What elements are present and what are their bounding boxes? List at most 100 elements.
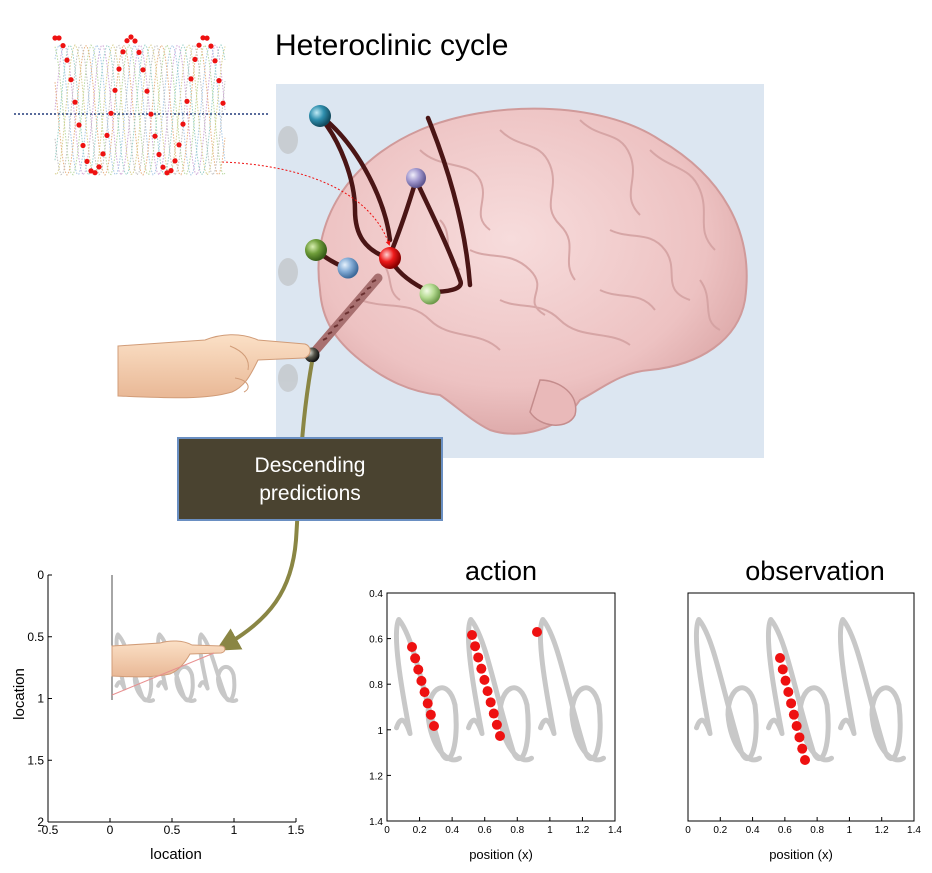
observation-point [786,698,797,709]
signal-trace [54,43,226,176]
action-point [413,664,424,675]
node-purple [406,168,426,188]
action-point [532,627,542,637]
signal-link-arrow [221,161,391,246]
oscillation-signal-plot [14,34,268,177]
left-ytick-label: 0.5 [27,630,44,644]
left-ylabel: location [11,668,28,720]
signal-point [84,158,90,164]
signal-point [68,77,74,83]
action-xtick-label: 0 [384,825,390,836]
action-ytick-label: 1.2 [369,771,383,782]
left-ytick-label: 0 [37,568,44,582]
observation-point [783,687,794,697]
action-point [485,697,496,708]
signal-point [196,42,202,48]
signal-point [220,100,226,106]
action-point [476,663,487,674]
action-point [425,709,436,720]
action-title: action [465,556,537,586]
action-point [429,721,439,731]
signal-point [128,34,134,40]
small-hand-icon [111,640,226,678]
signal-point [160,164,166,170]
signal-point [80,142,86,149]
small-hand-guide [111,652,215,696]
action-point [419,687,430,698]
action-xlabel: position (x) [469,847,533,862]
observation-xlabel: position (x) [769,847,833,862]
signal-point [116,66,122,72]
location-trajectory [114,632,239,703]
signal-trace [54,44,226,177]
signal-point [200,35,206,41]
observation-title: observation [745,556,885,586]
observation-point [791,721,802,731]
left-ytick-label: 2 [37,815,44,829]
signal-point [152,133,158,139]
signal-trace [54,44,226,177]
signal-trace [54,43,226,176]
node-green [305,239,327,261]
left-ytick-label: 1.5 [27,753,44,767]
action-xtick-label: 0.4 [445,825,459,836]
signal-point [124,38,130,44]
descending-predictions-box: Descending predictions [177,437,443,521]
action-point [482,686,493,697]
left-xtick-label: 0.5 [164,823,181,837]
signal-trace [54,43,226,176]
left-xtick-label: -0.5 [38,823,59,837]
network-tendrils [313,114,473,295]
signal-trace [54,43,226,176]
descending-arrow [215,361,314,651]
signal-trace [54,44,226,177]
observation-point [800,755,810,765]
left-xlabel: location [150,846,202,863]
signal-point [208,43,214,49]
signal-point [64,57,70,63]
signal-point [120,49,126,55]
signal-point [104,132,110,138]
observation-xtick-label: 0.4 [746,825,760,836]
observation-xtick-label: 0.8 [810,825,824,836]
observation-xtick-label: 1.4 [907,825,921,836]
action-ytick-label: 0.8 [369,680,383,691]
signal-point [180,121,186,127]
left-xtick-label: 1 [231,823,238,837]
brain-image [317,107,748,435]
hand-icon [117,334,311,399]
signal-point [96,164,102,170]
left-xtick-label: 0 [107,823,114,837]
action-ytick-label: 0.4 [369,589,383,600]
action-frame [386,592,616,822]
observation-point [797,743,808,754]
signal-point [136,49,142,56]
observation-point [794,732,805,743]
left-ytick-label: 1 [37,692,44,706]
action-ytick-label: 1.4 [369,817,383,828]
signal-point [168,168,174,174]
action-xtick-label: 0.6 [478,825,492,836]
observation-trajectory [693,617,906,763]
signal-point [192,56,198,63]
signal-point [212,58,218,64]
action-point [470,641,481,652]
observation-xtick-label: 0.6 [778,825,792,836]
node-red [379,247,401,269]
signal-point [132,38,138,44]
signal-point [72,99,78,105]
signal-point [112,87,118,93]
action-xtick-label: 1.2 [575,825,589,836]
action-point [416,675,427,686]
signal-point [188,76,194,82]
box-label-line-1: Descending [255,454,366,477]
action-point [467,630,477,640]
action-ytick-label: 0.6 [369,635,383,646]
observation-xtick-label: 1.2 [875,825,889,836]
action-xtick-label: 1.4 [608,825,622,836]
action-point [491,719,502,730]
